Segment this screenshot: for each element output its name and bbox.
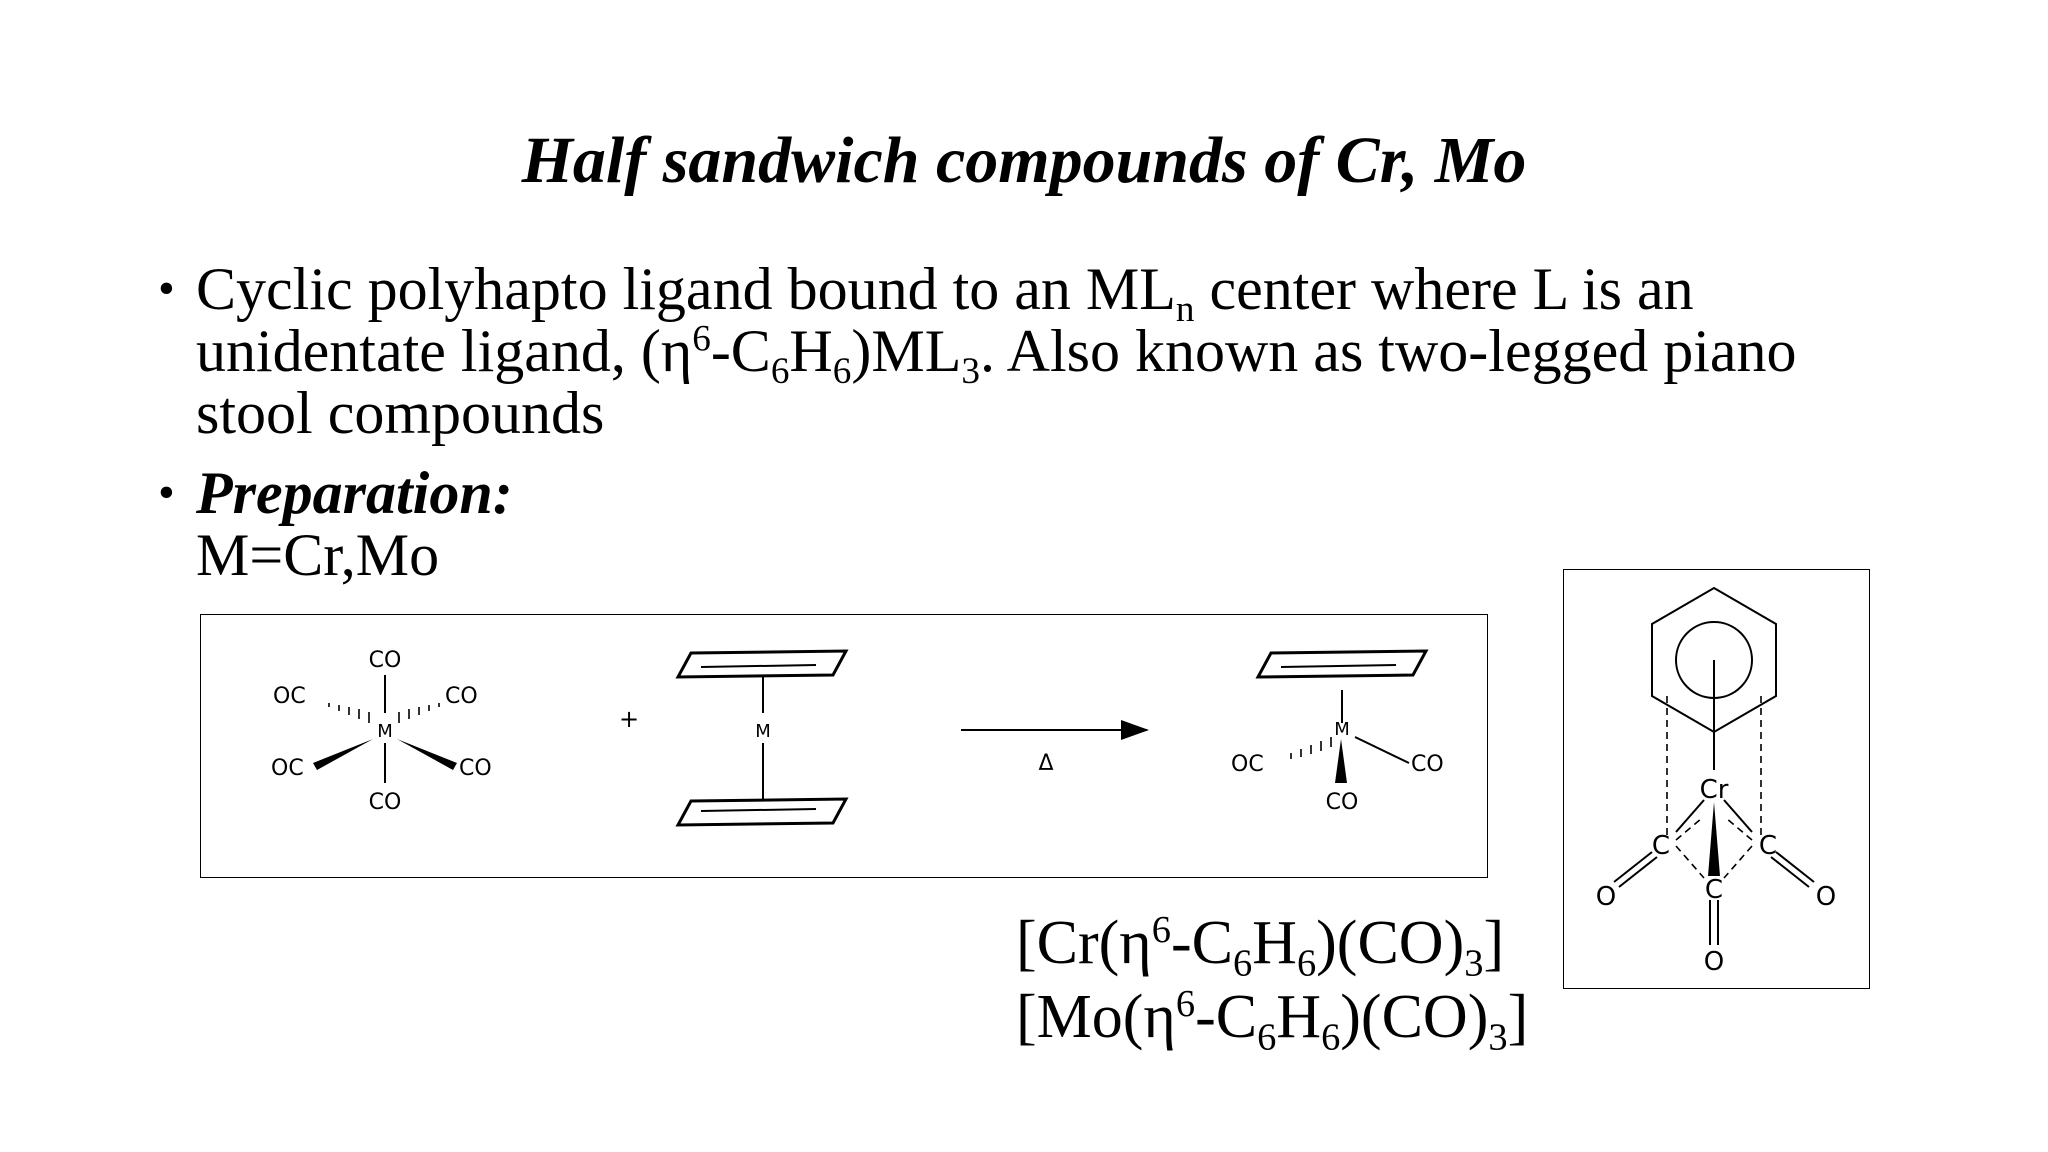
piano-stool-drawing: Cr C C C O O O xyxy=(1596,586,1836,977)
label-co-product-right: CO xyxy=(1411,752,1444,777)
benzene-ring-top xyxy=(675,649,849,679)
definition-text-5: )ML xyxy=(851,318,962,384)
hashed-bond-left xyxy=(328,703,370,723)
definition-sub-c6: 6 xyxy=(770,350,790,392)
bullet-marker: • xyxy=(158,466,175,519)
formula-sub: 6 xyxy=(1257,1016,1277,1059)
bond-cr-c-left xyxy=(1675,799,1705,833)
formula-sup: 6 xyxy=(1175,982,1196,1025)
definition-sub-h6: 6 xyxy=(832,350,852,392)
formula-sub: 6 xyxy=(1296,942,1317,985)
label-metal-sandwich: M xyxy=(755,721,771,742)
label-metal-product: M xyxy=(1334,719,1350,740)
label-co-bottom: CO xyxy=(369,790,402,815)
label-co-product-bottom: CO xyxy=(1326,790,1359,815)
formula-sub: 6 xyxy=(1321,1016,1341,1059)
product-hashed-bond-left xyxy=(1290,737,1332,759)
definition-text-6: . Also known as two-legged piano stool c… xyxy=(196,318,1797,446)
formula-part: H xyxy=(1252,909,1297,977)
dashed-prism xyxy=(1666,696,1762,879)
formula-sup: 6 xyxy=(1151,908,1171,951)
wedge-bond-right xyxy=(397,739,457,770)
heat-symbol: Δ xyxy=(1038,751,1053,776)
label-oc-lower-left: OC xyxy=(271,756,304,781)
formula-part: )(CO) xyxy=(1316,909,1465,977)
label-metal-reactant: M xyxy=(377,721,393,742)
label-cr: Cr xyxy=(1700,775,1729,805)
co-triple-right-1 xyxy=(1775,851,1815,883)
label-co-top: CO xyxy=(369,648,402,673)
label-co-upper-right: CO xyxy=(445,684,478,709)
product-bond-right xyxy=(1354,736,1410,764)
definition-text-4: H xyxy=(789,318,833,384)
definition-text-2: center where L is an unidentate ligand, … xyxy=(196,256,1694,384)
preparation-heading: Preparation: xyxy=(196,460,513,526)
bond-cr-c-right xyxy=(1723,799,1753,833)
label-c-bottom: C xyxy=(1705,875,1723,905)
hashed-bond-right xyxy=(398,703,440,723)
bullet-marker: • xyxy=(158,262,175,315)
formula-part: -C xyxy=(1170,909,1233,977)
slide-title: Half sandwich compounds of Cr, Mo xyxy=(521,124,1527,197)
formula-list: [Cr(η6-C6H6)(CO)3] [Mo(η6-C6H6)(CO)3] xyxy=(1016,906,1529,1057)
plus-sign: + xyxy=(619,705,639,733)
formula-part: )(CO) xyxy=(1340,983,1489,1051)
definition-text-3: -C xyxy=(710,318,771,384)
co-triple-left-1 xyxy=(1613,851,1653,883)
label-o-right: O xyxy=(1816,882,1836,912)
product-benzene-ring xyxy=(1255,649,1429,679)
formula-chromium: [Cr(η6-C6H6)(CO)3] xyxy=(1016,906,1528,983)
formula-part: H xyxy=(1276,983,1322,1051)
definition-sub-l3: 3 xyxy=(961,350,980,392)
definition-sub-n: n xyxy=(1175,288,1195,330)
formula-part: [Mo(η xyxy=(1016,983,1176,1051)
bullet-list: • Cyclic polyhapto ligand bound to an ML… xyxy=(150,258,1900,586)
bullet-definition: • Cyclic polyhapto ligand bound to an ML… xyxy=(150,258,1900,444)
formula-part: ] xyxy=(1483,909,1505,977)
label-o-left: O xyxy=(1596,882,1616,912)
reaction-scheme-drawing: CO CO OC CO OC CO M + M Δ M OC CO CO xyxy=(271,648,1444,827)
label-o-bottom: O xyxy=(1704,947,1724,977)
product-wedge-bond xyxy=(1335,739,1347,783)
label-co-lower-right: CO xyxy=(459,756,492,781)
formula-sub: 3 xyxy=(1464,942,1484,985)
definition-sup-6: 6 xyxy=(692,318,711,360)
definition-text-1: Cyclic polyhapto ligand bound to an ML xyxy=(196,256,1176,322)
formula-part: [Cr(η xyxy=(1016,909,1152,977)
formula-part: -C xyxy=(1195,983,1258,1051)
formula-molybdenum: [Mo(η6-C6H6)(CO)3] xyxy=(1016,980,1529,1057)
wedge-bond-cr-c xyxy=(1708,802,1720,876)
wedge-bond-left xyxy=(313,739,373,770)
label-c-left: C xyxy=(1652,831,1670,861)
reaction-scheme: CO CO OC CO OC CO M + M Δ M OC CO CO xyxy=(200,614,1488,878)
formula-sub: 3 xyxy=(1488,1016,1508,1059)
bullet-preparation: • Preparation: M=Cr,Mo xyxy=(150,462,1900,586)
benzene-ring-bottom xyxy=(675,797,849,827)
piano-stool-structure: Cr C C C O O O xyxy=(1563,569,1870,989)
formula-sub: 6 xyxy=(1232,942,1253,985)
label-c-right: C xyxy=(1759,831,1777,861)
label-oc-upper-left: OC xyxy=(273,684,306,709)
formula-part: ] xyxy=(1507,983,1529,1051)
metal-note: M=Cr,Mo xyxy=(196,522,440,588)
label-oc-product: OC xyxy=(1231,752,1264,777)
